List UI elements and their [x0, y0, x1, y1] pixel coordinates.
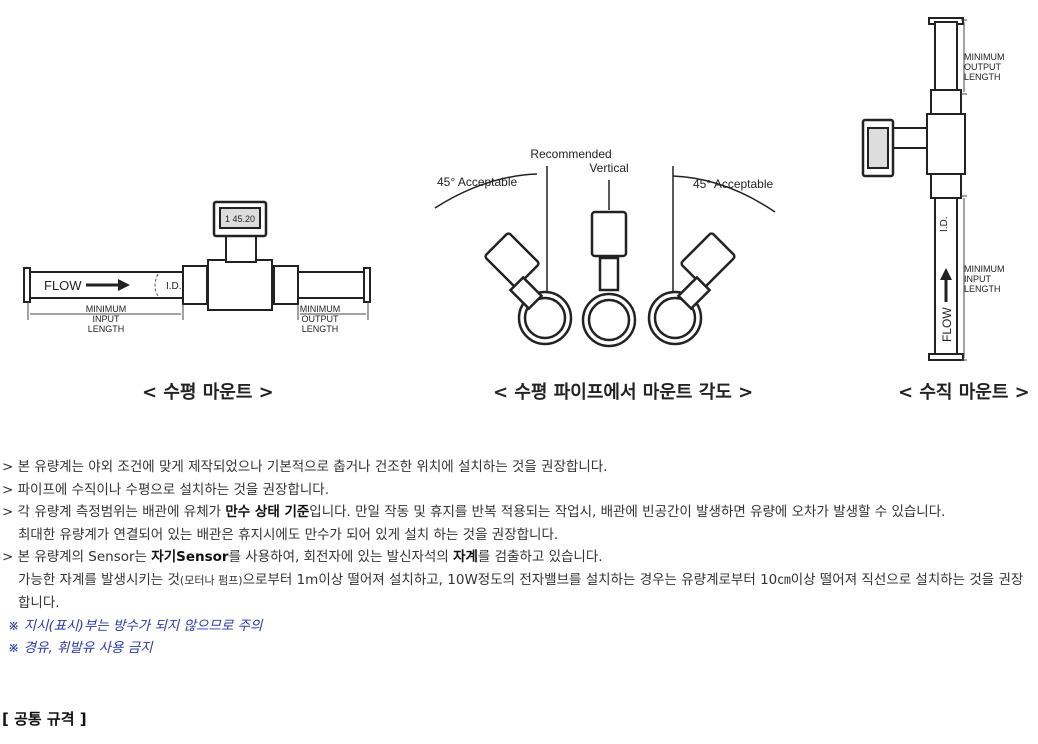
- right-acceptable-label: 45° Acceptable: [693, 177, 774, 191]
- svg-text:OUTPUT: OUTPUT: [302, 314, 340, 324]
- section-title: [ 공통 규격 ]: [2, 710, 87, 728]
- warning-waterproof: ※ 지시(표시)부는 방수가 되지 않으므로 주의: [8, 617, 263, 634]
- horizontal-mount-caption: < 수평 마운트 >: [142, 382, 274, 403]
- warning-fuel: ※ 경유, 휘발유 사용 금지: [8, 640, 153, 656]
- vertical-flow-label: FLOW: [940, 307, 954, 342]
- vertical-id-label: I.D.: [939, 216, 950, 232]
- horizontal-id-label: I.D.: [166, 281, 182, 292]
- svg-text:OUTPUT: OUTPUT: [964, 62, 1002, 72]
- svg-text:MINIMUM: MINIMUM: [964, 52, 1005, 62]
- note-sensor: > 본 유량계의 Sensor는 자기Sensor를 사용하여, 회전자에 있는…: [2, 549, 603, 565]
- horizontal-flow-label: FLOW: [44, 278, 82, 293]
- flow-arrow-icon: [86, 279, 130, 291]
- meter-display-text: 1 45.20: [225, 214, 255, 224]
- vertical-mount-diagram: MINIMUM OUTPUT LENGTH MINIMUM INPUT LENG…: [855, 10, 1005, 370]
- svg-text:Recommended: Recommended: [530, 147, 611, 161]
- svg-text:MINIMUM: MINIMUM: [300, 304, 341, 314]
- svg-text:MINIMUM: MINIMUM: [86, 304, 127, 314]
- note-outdoor: > 본 유량계는 야외 조건에 맞게 제작되었으나 기본적으로 춥거나 건조한 …: [2, 459, 608, 475]
- angle-mount-diagram: Recommended Vertical 45° Acceptable 45° …: [425, 140, 785, 360]
- svg-text:LENGTH: LENGTH: [964, 72, 1001, 82]
- svg-text:MINIMUM: MINIMUM: [964, 264, 1005, 274]
- svg-text:Vertical: Vertical: [589, 161, 628, 175]
- left-acceptable-label: 45° Acceptable: [437, 175, 518, 189]
- svg-text:INPUT: INPUT: [964, 274, 992, 284]
- svg-text:LENGTH: LENGTH: [964, 284, 1001, 294]
- note-magnetic-distance: 가능한 자계를 발생시키는 것(모터나 펌프)으로부터 1m이상 떨어져 설치하…: [18, 571, 1024, 612]
- svg-text:LENGTH: LENGTH: [302, 324, 339, 334]
- note-full-pipe: > 각 유량계 측정범위는 배관에 유체가 만수 상태 기준입니다. 만일 작동…: [2, 504, 946, 520]
- note-orientation: > 파이프에 수직이나 수평으로 설치하는 것을 권장합니다.: [2, 481, 330, 498]
- note-full-pipe-idle: 최대한 유량계가 연결되어 있는 배관은 휴지시에도 만수가 되어 있게 설치 …: [18, 526, 559, 543]
- svg-text:INPUT: INPUT: [93, 314, 121, 324]
- vertical-mount-caption: < 수직 마운트 >: [898, 382, 1030, 403]
- horizontal-mount-diagram: 1 45.20 I.D. FLOW MINIMUM INPUT LENGTH M…: [18, 190, 378, 350]
- svg-text:LENGTH: LENGTH: [88, 324, 125, 334]
- angle-mount-caption: < 수평 파이프에서 마운트 각도 >: [493, 382, 754, 403]
- flow-up-arrow-icon: [940, 268, 952, 302]
- installation-notes: > 본 유량계는 야외 조건에 맞게 제작되었으나 기본적으로 춥거나 건조한 …: [2, 456, 1032, 660]
